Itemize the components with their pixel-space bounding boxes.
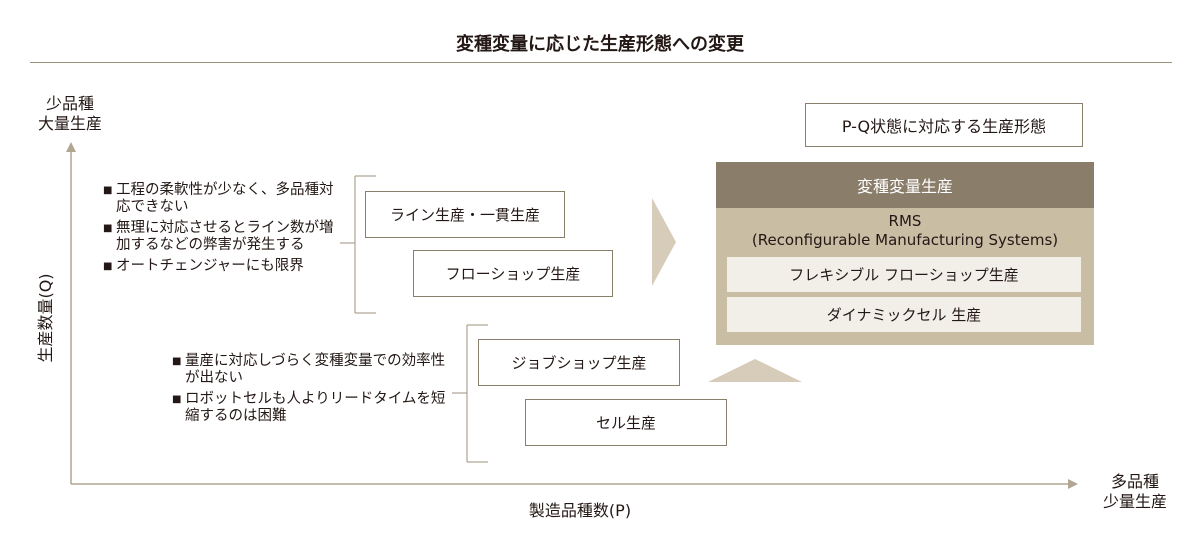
- x-axis-end-line1: 多品種: [1110, 472, 1159, 491]
- y-axis-arrowhead: [66, 142, 76, 152]
- lower-issue-item: ロボットセルも人よりリードタイムを短縮するのは困難: [172, 391, 452, 425]
- upper-issue-item: 工程の柔軟性が少なく、多品種対応できない: [103, 182, 343, 216]
- lower-issue-list: 量産に対応しづらく変種変量での効率性が出ない ロボットセルも人よりリードタイムを…: [172, 353, 452, 429]
- x-axis-end-label: 多品種 少量生産: [1090, 472, 1180, 512]
- rms-block: RMS (Reconfigurable Manufacturing System…: [716, 212, 1094, 250]
- cell-production-box: セル生産: [525, 399, 727, 446]
- y-axis-top-label: 少品種 大量生産: [30, 94, 110, 134]
- y-axis-label: 生産数量(Q): [36, 273, 55, 363]
- result-header: 変種変量生産: [716, 162, 1094, 208]
- up-arrow: [708, 359, 802, 382]
- right-arrow: [652, 198, 676, 286]
- pq-caption-box: P-Q状態に対応する生産形態: [805, 103, 1083, 147]
- job-shop-box: ジョブショップ生産: [478, 339, 680, 386]
- rms-full-name: (Reconfigurable Manufacturing Systems): [751, 231, 1059, 249]
- flow-shop-box: フローショップ生産: [413, 250, 613, 297]
- line-production-box: ライン生産・一貫生産: [365, 191, 565, 238]
- flexible-flow-shop-item: フレキシブル フローショップ生産: [727, 257, 1081, 292]
- lower-bracket: [452, 324, 488, 463]
- x-axis-end-line2: 少量生産: [1102, 492, 1167, 511]
- y-axis-top-line1: 少品種: [45, 94, 94, 113]
- title-divider: [30, 62, 1172, 63]
- upper-issue-item: オートチェンジャーにも限界: [103, 258, 343, 275]
- upper-issue-list: 工程の柔軟性が少なく、多品種対応できない 無理に対応させるとライン数が増加するな…: [103, 182, 343, 279]
- lower-issue-item: 量産に対応しづらく変種変量での効率性が出ない: [172, 353, 452, 387]
- upper-issue-item: 無理に対応させるとライン数が増加するなどの弊害が発生する: [103, 220, 343, 254]
- x-axis-label: 製造品種数(P): [528, 501, 632, 520]
- dynamic-cell-item: ダイナミックセル 生産: [727, 297, 1081, 332]
- y-axis-top-line2: 大量生産: [37, 114, 102, 133]
- diagram-title: 変種変量に応じた生産形態への変更: [456, 34, 744, 55]
- rms-title: RMS: [888, 212, 922, 230]
- x-axis-arrowhead: [1068, 479, 1078, 489]
